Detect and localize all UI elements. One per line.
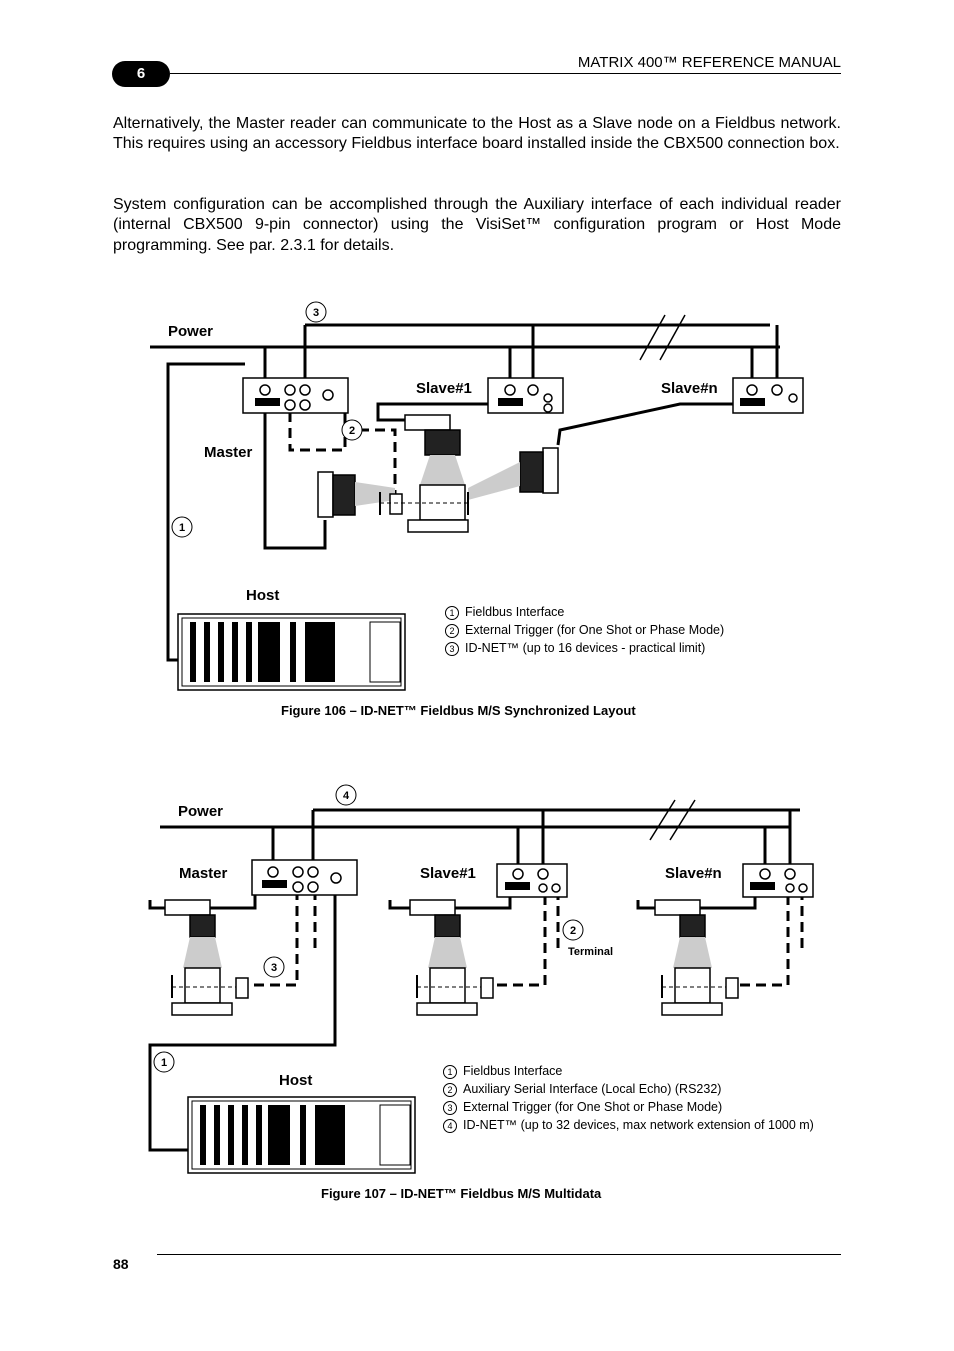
fig106-caption: Figure 106 – ID-NET™ Fieldbus M/S Synchr… <box>281 703 636 718</box>
header-title: MATRIX 400™ REFERENCE MANUAL <box>577 54 841 71</box>
chapter-badge: 6 <box>112 61 170 87</box>
fig107-caption: Figure 107 – ID-NET™ Fieldbus M/S Multid… <box>321 1186 602 1201</box>
fig107-master-label: Master <box>179 865 228 882</box>
fig106-slave1-label: Slave#1 <box>416 380 472 397</box>
fig107-slaven-label: Slave#n <box>665 865 722 882</box>
page-number: 88 <box>113 1256 129 1272</box>
fig106-slaven-label: Slave#n <box>661 380 718 397</box>
fig107-terminal-label: Terminal <box>568 946 614 958</box>
svg-text:1: 1 <box>179 522 185 534</box>
fig106-host-label: Host <box>246 587 280 604</box>
paragraph-fieldbus: Alternatively, the Master reader can com… <box>113 115 841 153</box>
paragraph-configuration: System configuration can be accomplished… <box>113 196 841 254</box>
svg-text:2: 2 <box>349 425 355 437</box>
fig107-host-label: Host <box>279 1072 313 1089</box>
callout-3: 3 <box>313 307 319 319</box>
fig107-slave1-label: Slave#1 <box>420 865 476 882</box>
svg-text:2: 2 <box>570 925 576 937</box>
svg-text:3: 3 <box>271 962 277 974</box>
svg-text:1: 1 <box>161 1057 167 1069</box>
svg-text:4: 4 <box>343 790 350 802</box>
fig106-master-label: Master <box>204 444 253 461</box>
fig106-power-label: Power <box>168 323 214 340</box>
fig107-power-label: Power <box>178 803 224 820</box>
footer-rule <box>157 1254 841 1255</box>
header-rule <box>170 73 841 74</box>
